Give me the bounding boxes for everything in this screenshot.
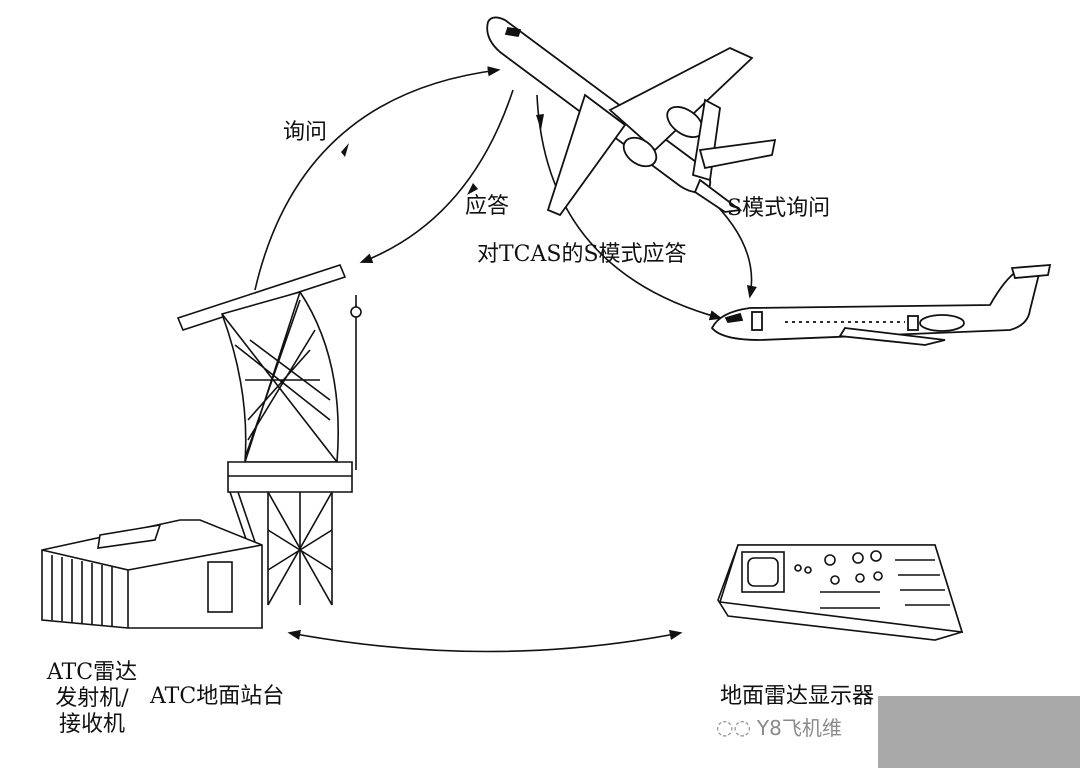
tcas-reply-arrow — [536, 94, 723, 321]
radar-tower — [176, 264, 362, 606]
reply-arrow — [359, 89, 514, 264]
label-inquiry: 询问 — [283, 120, 328, 145]
ground-link-arrow — [287, 629, 683, 653]
label-atc-radar-line3: 接收机 — [58, 712, 125, 737]
watermark-blur-box — [878, 696, 1080, 768]
ground-radar-display — [717, 544, 964, 641]
inquiry-arrow — [254, 66, 501, 291]
atc-building — [41, 519, 263, 629]
watermark: ◌◌ Y8飞机维 — [716, 712, 842, 741]
upper-aircraft — [486, 16, 777, 217]
reply-arrow-mid — [467, 183, 478, 195]
label-s-mode-inquiry: S模式询问 — [727, 196, 831, 221]
right-aircraft — [710, 264, 1052, 346]
tcas-reply-arrow-mid — [536, 114, 544, 130]
wechat-icon: ◌◌ — [716, 714, 751, 739]
label-atc-ground-station: ATC地面站台 — [150, 684, 285, 709]
watermark-text: Y8飞机维 — [756, 716, 842, 740]
label-atc-radar-line1: ATC雷达 — [46, 660, 138, 685]
label-reply: 应答 — [465, 194, 510, 219]
label-atc-radar: ATC雷达 发射机/ 接收机 — [22, 660, 162, 738]
inquiry-arrow-mid — [341, 143, 349, 157]
label-tcas-reply: 对TCAS的S模式应答 — [477, 242, 687, 267]
label-ground-radar-display: 地面雷达显示器 — [720, 684, 875, 709]
label-atc-radar-line2: 发射机/ — [55, 686, 129, 711]
